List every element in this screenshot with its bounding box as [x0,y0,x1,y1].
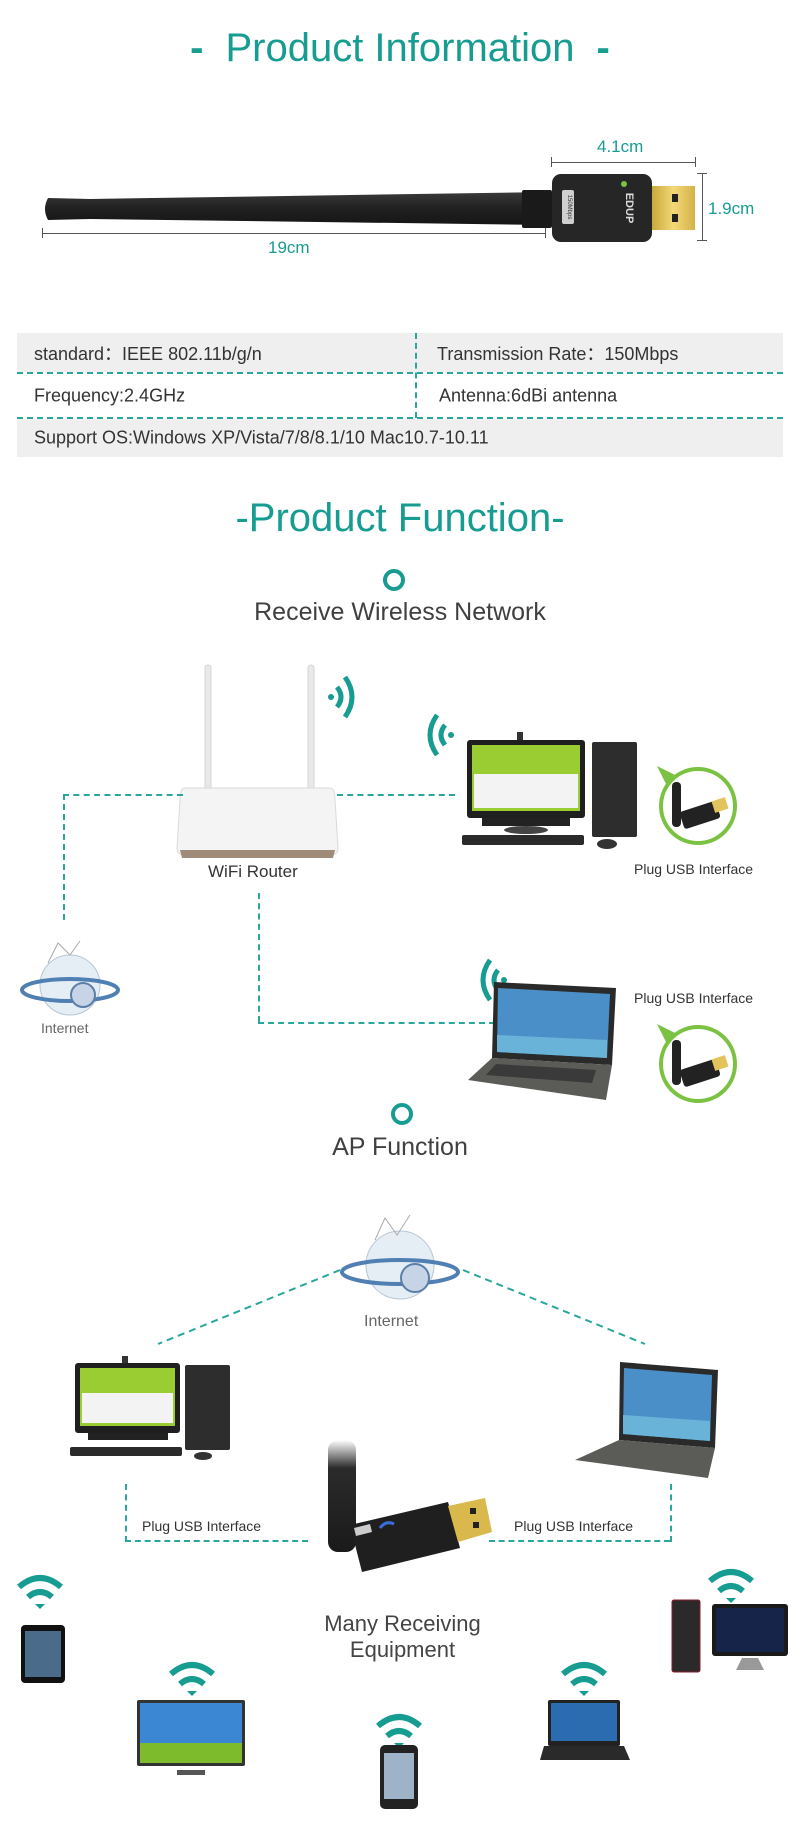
usb-adapter-image [328,1440,492,1572]
dim-tick [42,228,43,238]
wifi-icon [561,1662,607,1696]
dim-label-width: 4.1cm [597,137,644,156]
smartphone-image [380,1745,418,1809]
tablet-image [21,1625,65,1683]
wifi-signal-icon [328,675,355,719]
tv-image [137,1700,245,1775]
wifi-router-image [176,664,339,858]
receive-section-title: Receive Wireless Network [254,598,546,626]
dim-line-length [42,233,545,234]
connector-line [337,794,455,796]
wifi-icon [708,1569,754,1603]
column-divider [415,333,417,418]
row-divider [17,372,783,374]
row-divider [17,417,783,419]
usb-callout-icon [657,1024,737,1103]
laptop-image [468,982,616,1100]
dim-tick [697,240,707,241]
spec-row: standard：IEEE 802.11b/g/n Transmission R… [17,333,783,372]
dim-tick [695,157,696,167]
router-label: WiFi Router [208,862,298,881]
product-info-title: -Product Information- [0,26,800,71]
connector-line [258,893,260,1022]
spec-frequency: Frequency:2.4GHz [34,385,186,406]
product-info-title-text: Product Information [225,26,575,70]
product-function-title: -Product Function- [235,496,565,540]
many-receiving-line1: Many Receiving [324,1611,481,1636]
connector-line [63,794,65,920]
dim-label-length: 19cm [268,238,310,257]
connector-line-right [462,1269,646,1345]
usb-plug [652,186,695,230]
dongle-brand: EDUP [623,193,635,224]
dim-label-height: 1.9cm [708,199,755,218]
dongle-speed-tag: 150Mbps [566,195,572,220]
section-marker-icon [391,1103,413,1125]
spec-support-os: Support OS:Windows XP/Vista/7/8/8.1/10 M… [34,427,489,448]
spec-row: Frequency:2.4GHz Antenna:6dBi antenna [17,374,783,418]
connector-line [125,1540,308,1542]
internet-globe-icon [340,1214,460,1300]
title-dash-right: - [596,26,610,70]
desktop-usb-label: Plug USB Interface [634,861,754,877]
spec-standard: standard：IEEE 802.11b/g/n [34,343,262,364]
connector-line-left [157,1269,341,1345]
antenna [45,192,548,225]
internet-label: Internet [41,1020,89,1036]
ap-right-usb-label: Plug USB Interface [514,1518,634,1534]
dim-line-height [702,173,703,240]
wifi-icon [169,1662,215,1696]
connector-line [489,1540,670,1542]
desktop-computer-image [70,1356,230,1460]
laptop-image [575,1362,718,1478]
spec-antenna: Antenna:6dBi antenna [439,385,618,406]
ap-section-title: AP Function [332,1133,468,1161]
many-receiving-line2: Equipment [349,1637,456,1662]
spec-transmission-rate: Transmission Rate：150Mbps [437,343,679,364]
laptop-usb-label: Plug USB Interface [634,990,754,1006]
internet-label: Internet [364,1313,419,1330]
connector-line [258,1022,495,1024]
dongle-body [552,174,652,242]
connector-line [670,1484,672,1542]
dim-tick [697,173,707,174]
many-receiving-label: Many Receiving Equipment [290,1611,515,1663]
dim-tick [551,157,552,167]
laptop-image [540,1700,630,1760]
usb-callout-icon [657,766,737,845]
spec-row: Support OS:Windows XP/Vista/7/8/8.1/10 M… [17,419,783,457]
dim-tick [545,228,546,238]
title-dash-left: - [190,26,204,70]
desktop-computer-image [462,732,637,849]
wifi-icon [376,1714,422,1748]
desktop-computer-image [671,1599,788,1673]
connector-line [125,1484,127,1542]
section-marker-icon [383,569,405,591]
internet-globe-icon [20,940,120,1016]
wifi-icon [17,1575,63,1609]
connector-line [63,794,183,796]
wifi-signal-icon [427,713,454,757]
dim-line-width [551,162,695,163]
usb-adapter-image: 150Mbps EDUP [45,174,695,242]
ap-left-usb-label: Plug USB Interface [142,1518,262,1534]
